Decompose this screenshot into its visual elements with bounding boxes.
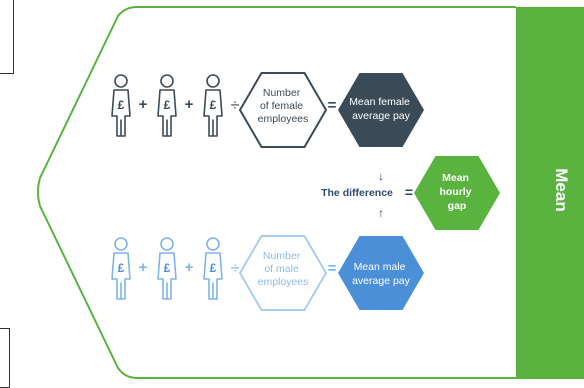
mean-hourly-gap-hexagon xyxy=(414,156,500,230)
person-pound-icon: £ xyxy=(157,237,177,300)
difference-label: The difference xyxy=(321,187,393,199)
female-employees-hexagon xyxy=(238,72,328,148)
mean-male-pay-hexagon xyxy=(338,236,424,310)
female-plus-1: + xyxy=(139,96,148,113)
male-divisor-line-3: employees xyxy=(258,276,309,288)
male-divisor-line-2: of male xyxy=(264,263,299,275)
gap-line-3: gap xyxy=(448,200,467,212)
female-pound-symbol-2: £ xyxy=(164,98,171,112)
female-divisor-line-1: Number xyxy=(263,87,301,99)
female-plus-2: + xyxy=(185,96,194,113)
arrow-down-icon: ↓ xyxy=(378,169,384,183)
male-result-line-1: Mean male xyxy=(354,261,406,273)
person-pound-icon: £ xyxy=(203,74,223,137)
female-result-line-2: average pay xyxy=(352,110,411,122)
female-divide-sign: ÷ xyxy=(231,97,240,114)
male-plus-2: + xyxy=(185,259,194,276)
female-divisor-label: Number of female employees xyxy=(258,87,309,125)
female-divisor-line-3: employees xyxy=(258,113,309,125)
male-equals-sign: = xyxy=(328,260,337,277)
female-equals-sign: = xyxy=(328,97,337,114)
pentagon-frame xyxy=(37,6,516,379)
corner-marker-top-left xyxy=(0,0,14,74)
female-divisor-line-2: of female xyxy=(260,100,303,112)
male-row: £ £ £ + + ÷ Number of male employees = Mea… xyxy=(111,235,424,311)
difference-block: ↓ The difference = ↑ Mean hourly gap xyxy=(321,156,500,230)
female-pound-symbol-1: £ xyxy=(118,98,125,112)
gap-result-label: Mean hourly gap xyxy=(439,172,474,212)
gap-line-1: Mean xyxy=(442,172,469,184)
difference-equals-sign: = xyxy=(405,184,413,200)
sidebar-label: Mean xyxy=(552,168,571,211)
male-divide-sign: ÷ xyxy=(231,260,240,277)
mean-sidebar xyxy=(516,7,584,379)
male-employees-hexagon xyxy=(238,235,328,311)
male-result-line-2: average pay xyxy=(352,275,411,287)
mean-female-pay-hexagon xyxy=(338,73,424,147)
male-divisor-label: Number of male employees xyxy=(258,250,309,288)
male-plus-1: + xyxy=(139,259,148,276)
male-pound-symbol-1: £ xyxy=(118,261,125,275)
female-result-line-1: Mean female xyxy=(349,96,410,108)
female-pound-symbol-3: £ xyxy=(210,98,217,112)
person-pound-icon: £ xyxy=(111,237,131,300)
male-pound-symbol-3: £ xyxy=(210,261,217,275)
female-row: £ £ £ + + ÷ Number of female employees = M… xyxy=(111,72,424,148)
female-result-label: Mean female average pay xyxy=(349,96,413,122)
male-pound-symbol-2: £ xyxy=(164,261,171,275)
person-pound-icon: £ xyxy=(157,74,177,137)
male-result-label: Mean male average pay xyxy=(352,261,411,287)
person-pound-icon: £ xyxy=(203,237,223,300)
gap-line-2: hourly xyxy=(439,186,471,198)
arrow-up-icon: ↑ xyxy=(378,206,384,220)
male-divisor-line-1: Number xyxy=(263,250,301,262)
person-pound-icon: £ xyxy=(111,74,131,137)
